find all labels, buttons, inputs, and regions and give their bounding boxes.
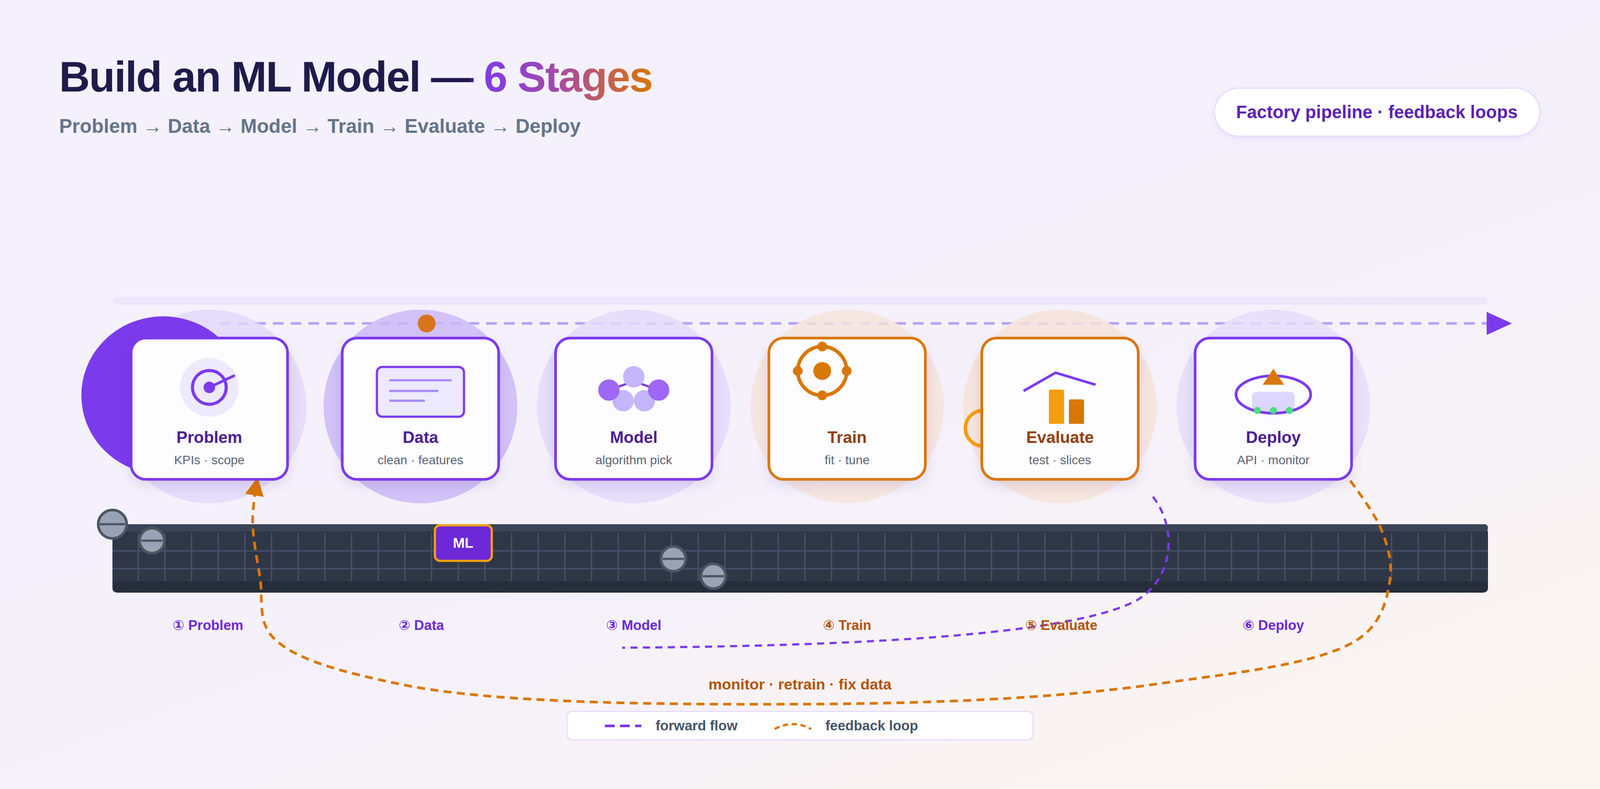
badge-text: ML (452, 534, 474, 552)
roller (700, 564, 726, 589)
pill-text: Factory pipeline · feedback loops (1236, 101, 1518, 123)
legend-curve-sample (774, 724, 812, 730)
icon-bar (1048, 389, 1064, 424)
icon-dot (813, 362, 832, 380)
icon-node (623, 366, 645, 388)
stage-icon (770, 339, 930, 424)
legend-line-sample (604, 724, 642, 728)
feedback-loop (252, 480, 1391, 705)
stage-subtitle: fit · tune (770, 451, 924, 470)
icon-knob (841, 366, 852, 376)
stage-glow (323, 309, 518, 504)
icon-knob (817, 390, 828, 401)
belt-top-edge (112, 524, 1488, 532)
stage-glow (963, 309, 1157, 504)
stage-glow (536, 309, 731, 504)
stage-label: ① Problem (172, 617, 244, 634)
process-box: Train fit · tune (767, 336, 927, 481)
conveyor-belt (112, 524, 1488, 593)
tag-pill: Factory pipeline · feedback loops (1213, 87, 1541, 137)
stage-title: Train (770, 427, 924, 448)
stage-subtitle: test · slices (983, 451, 1137, 470)
roller-axle (662, 558, 684, 561)
roller-axle (702, 575, 724, 578)
roller (660, 546, 686, 572)
icon-line (389, 390, 439, 393)
stage-title: Deploy (1196, 427, 1351, 448)
icon-line (389, 400, 425, 403)
legend-sample (603, 719, 644, 733)
process-box: DeployAPI · monitor (1193, 336, 1353, 481)
stage-glow (112, 309, 307, 504)
stage-icon (343, 339, 503, 424)
process-box: Model algorithm pick (554, 336, 714, 481)
stage-label: ③ Model (606, 617, 662, 634)
belt-badge: ML (433, 524, 493, 563)
data-dot (417, 314, 436, 333)
roller-axle (100, 523, 125, 526)
icon-bar (1068, 399, 1084, 424)
stage-icon (983, 339, 1143, 424)
stage-title: Data (343, 427, 498, 448)
legend-item: forward flow (603, 718, 738, 735)
forward-flow-leader (622, 496, 1169, 648)
process-box: ProblemKPIs · scope (129, 336, 289, 481)
subtitle: Problem → Data → Model → Train → Evaluat… (59, 115, 581, 138)
icon-led (1285, 407, 1293, 415)
edge-label: monitor · retrain · fix data (702, 674, 898, 696)
stage-label: ④ Train (823, 617, 872, 634)
icon-halo (180, 358, 239, 417)
icon-node (598, 379, 620, 401)
icon-triangle (1262, 368, 1284, 385)
icon-node (648, 379, 670, 401)
legend-text: forward flow (655, 718, 738, 735)
stage-title: Evaluate (983, 427, 1137, 448)
process-box: Evaluate test · slices (980, 336, 1140, 481)
roller-axle (141, 540, 163, 543)
icon-led (1253, 407, 1261, 415)
stage-subtitle: clean · features (343, 451, 498, 470)
icon-ring (797, 346, 847, 396)
stage-subtitle: KPIs · scope (132, 451, 287, 470)
belt-bottom-edge (112, 581, 1488, 593)
stage-icon (1196, 339, 1356, 424)
stage-title: Model (556, 427, 711, 448)
stage-glow (1176, 309, 1371, 504)
icon-knob (817, 341, 828, 352)
legend-item: feedback loop (772, 718, 918, 735)
stage-label: ⑥ Deploy (1242, 617, 1304, 634)
stage-icon (556, 339, 716, 424)
icon-card (376, 367, 464, 417)
roller (98, 510, 127, 539)
stage-icon (132, 339, 292, 424)
icon-trend (1023, 372, 1096, 392)
icon-knob (792, 366, 803, 376)
icon-needle (209, 376, 234, 388)
stage-label: ② Data (398, 617, 444, 634)
top-band (112, 296, 1488, 305)
stage-label: ⑤ Evaluate (1025, 617, 1098, 634)
diagram-title: Build an ML Model — 6 Stages (59, 52, 652, 102)
roller (139, 528, 165, 554)
legend-box: forward flow feedback loop (566, 711, 1034, 741)
forward-arrowhead (1486, 312, 1512, 336)
stage-subtitle: API · monitor (1196, 451, 1351, 470)
stage-title: Problem (132, 427, 287, 448)
stage-subtitle: algorithm pick (556, 451, 711, 470)
icon-led (1269, 407, 1277, 415)
icon-line (389, 379, 452, 382)
legend-text: feedback loop (825, 718, 918, 735)
stage-glow (750, 309, 944, 504)
process-box: Data clean · features (340, 336, 500, 481)
legend-sample (772, 719, 813, 733)
